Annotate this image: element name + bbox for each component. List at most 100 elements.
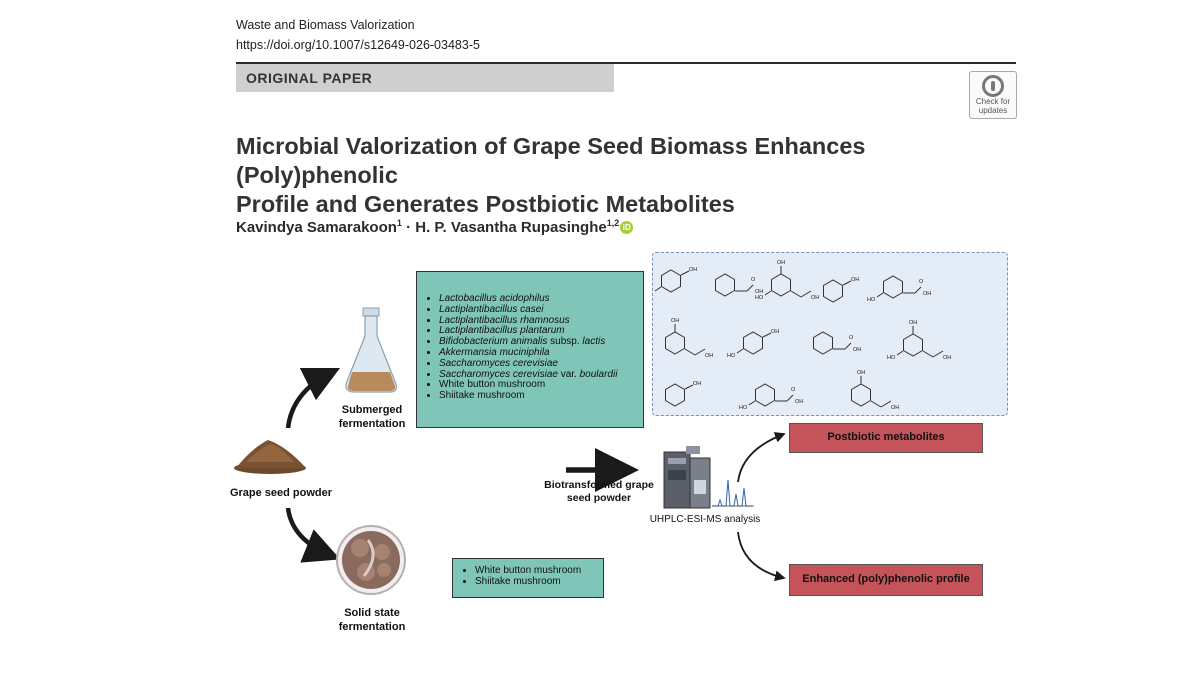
orcid-icon[interactable]: iD — [620, 221, 634, 234]
doi-link[interactable]: https://doi.org/10.1007/s12649-026-03483… — [236, 38, 480, 52]
bond-line — [876, 292, 884, 298]
submerged-fermentation-label: Submerged fermentation — [322, 403, 422, 431]
enhanced-profile-box: Enhanced (poly)phenolic profile — [789, 564, 983, 596]
check-for-updates-badge[interactable]: Check for updates — [969, 71, 1017, 119]
atom-label: O — [919, 279, 924, 285]
bond-line — [842, 280, 852, 286]
atom-label: OH — [811, 295, 819, 301]
bond-line — [680, 270, 690, 276]
biotransformed-line-2: seed powder — [566, 492, 632, 504]
bond-line — [880, 400, 892, 408]
bond-line — [764, 290, 772, 296]
benzene-ring-icon — [661, 269, 681, 293]
petri-dish-mushroom-icon — [336, 525, 406, 595]
benzene-ring-icon — [743, 331, 763, 355]
paper-type-banner: ORIGINAL PAPER — [236, 64, 614, 92]
benzene-ring-icon — [813, 331, 833, 355]
submerged-organisms-list: Lactobacillus acidophilusLactiplantibaci… — [417, 293, 643, 402]
solid-label-line-1: Solid state — [344, 607, 400, 619]
submerged-organisms-box: Lactobacillus acidophilusLactiplantibaci… — [416, 271, 644, 428]
submerged-label-line-2: fermentation — [338, 418, 406, 430]
benzene-ring-icon — [665, 331, 685, 355]
journal-name: Waste and Biomass Valorization — [236, 18, 415, 32]
arrow-to-solid — [285, 507, 341, 563]
submerged-organism-item: Shiitake mushroom — [439, 390, 643, 402]
benzene-ring-icon — [715, 273, 735, 297]
arrow-to-enhanced — [737, 531, 786, 582]
bond-line — [786, 394, 794, 402]
solid-organisms-box: White button mushroomShiitake mushroom — [452, 558, 604, 598]
arrow-to-postbiotic — [737, 432, 786, 483]
bond-line — [684, 384, 694, 390]
bond-line — [694, 348, 706, 356]
atom-label: OH — [755, 289, 763, 295]
grape-seed-powder-label: Grape seed powder — [229, 487, 333, 499]
atom-label: OH — [795, 399, 803, 405]
submerged-organism-item: Lactiplantibacillus casei — [439, 304, 643, 316]
article-title: Microbial Valorization of Grape Seed Bio… — [236, 132, 996, 219]
atom-label: HO — [739, 405, 748, 411]
benzene-ring-icon — [823, 279, 843, 303]
submerged-organism-item: Lactiplantibacillus rhamnosus — [439, 315, 643, 327]
atom-label: OH — [771, 329, 779, 335]
solid-organism-item: Shiitake mushroom — [475, 576, 603, 588]
benzene-ring-icon — [665, 383, 685, 407]
bond-line — [684, 348, 696, 356]
submerged-organism-item: Saccharomyces cerevisiae var. boulardii — [439, 369, 643, 381]
bond-line — [922, 350, 934, 358]
atom-label: HO — [653, 291, 654, 297]
bond-line — [870, 400, 882, 408]
atom-label: HO — [755, 295, 764, 301]
paper-type-label: ORIGINAL PAPER — [246, 70, 373, 86]
atom-label: O — [751, 277, 756, 283]
benzene-ring-icon — [771, 273, 791, 297]
submerged-organism-item: Saccharomyces cerevisiae — [439, 358, 643, 370]
submerged-organism-item: White button mushroom — [439, 379, 643, 391]
atom-label: HO — [727, 353, 736, 359]
atom-label: O — [791, 387, 796, 393]
biotransformed-line-1: Biotransformed grape — [544, 479, 654, 491]
submerged-label-line-1: Submerged — [341, 404, 403, 416]
badge-text-1: Check for — [975, 97, 1011, 106]
bond-line — [746, 284, 754, 292]
atom-label: OH — [671, 318, 679, 324]
submerged-organism-item: Lactobacillus acidophilus — [439, 293, 643, 305]
bond-line — [896, 350, 904, 356]
uhplc-instrument-icon — [663, 446, 754, 509]
atom-label: HO — [887, 355, 896, 361]
bond-line — [654, 286, 662, 292]
author-2[interactable]: H. P. Vasantha Rupasinghe — [415, 219, 607, 236]
postbiotic-metabolites-box: Postbiotic metabolites — [789, 423, 983, 453]
submerged-organism-item: Akkermansia muciniphila — [439, 347, 643, 359]
submerged-organism-item: Lactiplantibacillus plantarum — [439, 325, 643, 337]
article-title-line-2: Profile and Generates Postbiotic Metabol… — [236, 191, 735, 217]
article-title-line-1: Microbial Valorization of Grape Seed Bio… — [236, 133, 866, 188]
solid-label-line-2: fermentation — [338, 621, 406, 633]
benzene-ring-icon — [755, 383, 775, 407]
atom-label: OH — [851, 277, 859, 283]
solid-organisms-list: White button mushroomShiitake mushroom — [453, 565, 603, 588]
benzene-ring-icon — [903, 333, 923, 357]
bond-line — [800, 290, 812, 298]
atom-label: HO — [867, 297, 876, 303]
solid-state-fermentation-label: Solid state fermentation — [322, 606, 422, 634]
author-1[interactable]: Kavindya Samarakoon — [236, 219, 397, 236]
author-separator: · — [401, 219, 416, 236]
bond-line — [790, 290, 802, 298]
atom-label: O — [849, 335, 854, 341]
uhplc-analysis-label: UHPLC-ESI-MS analysis — [649, 514, 761, 525]
erlenmeyer-flask-icon — [345, 307, 397, 393]
atom-label: OH — [777, 260, 785, 266]
submerged-organism-item: Bifidobacterium animalis subsp. lactis — [439, 336, 643, 348]
bond-line — [736, 348, 744, 354]
atom-label: OH — [853, 347, 861, 353]
arrow-to-submerged — [285, 367, 341, 429]
author-2-affil: 1,2 — [606, 218, 620, 228]
bond-line — [748, 400, 756, 406]
atom-label: OH — [923, 291, 931, 297]
atom-label: OH — [693, 381, 701, 387]
solid-organism-item: White button mushroom — [475, 565, 603, 577]
check-updates-icon — [982, 75, 1004, 97]
bond-line — [914, 286, 922, 294]
